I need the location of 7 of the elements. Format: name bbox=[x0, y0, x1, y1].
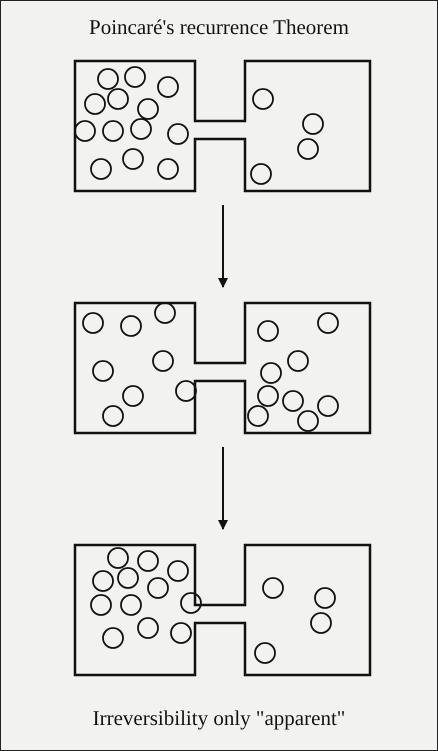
two-chamber-drawing bbox=[73, 543, 373, 679]
two-chamber-drawing bbox=[73, 59, 373, 195]
two-chamber-drawing bbox=[73, 301, 373, 437]
arrow bbox=[218, 205, 228, 288]
title: Poincaré's recurrence Theorem bbox=[88, 15, 350, 40]
arrow bbox=[218, 447, 228, 530]
caption: Irreversibility only "apparent" bbox=[92, 706, 346, 731]
